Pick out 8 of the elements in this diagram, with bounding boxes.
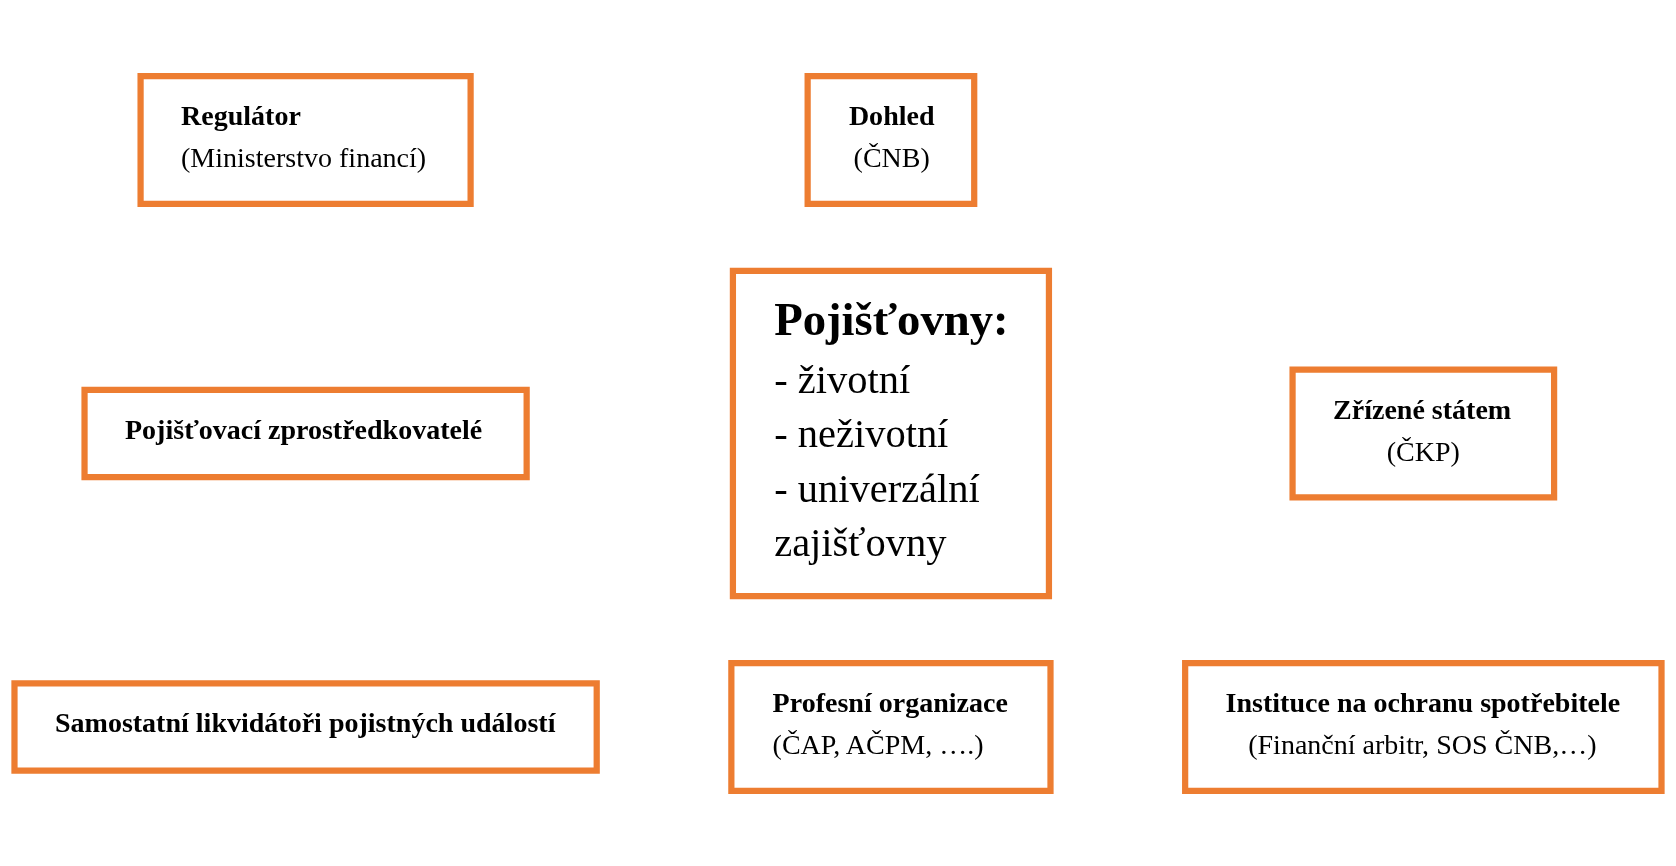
- node-box: Pojišťovny: - životní - neživotní - univerzální zajišťovny: [729, 267, 1053, 599]
- node-box: Zřízené státem (ČKP): [1289, 366, 1558, 500]
- node-box: Profesní organizace (ČAP, AČPM, ….): [728, 659, 1054, 794]
- node-box: Dohled (ČNB): [804, 72, 978, 207]
- node-box: Samostatní likvidátoři pojistných událostí: [11, 679, 600, 774]
- node-box: Regulátor (Ministerstvo financí): [137, 72, 474, 207]
- node-box: Instituce na ochranu spotřebitele (Finanční arbitr, SOS ČNB,…): [1182, 659, 1665, 794]
- node-box: Pojišťovací zprostředkovatelé: [81, 386, 530, 480]
